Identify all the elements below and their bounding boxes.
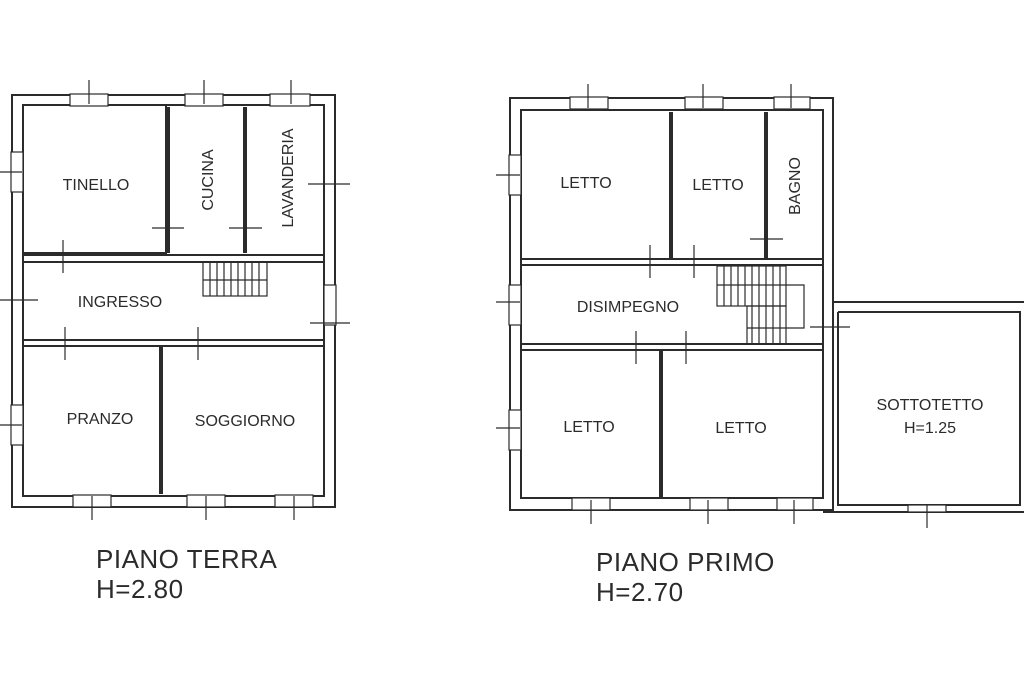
room-lavanderia: LAVANDERIA xyxy=(280,128,297,227)
room-cucina: CUCINA xyxy=(200,149,217,211)
room-sottotetto-height: H=1.25 xyxy=(904,420,956,437)
room-letto-3: LETTO xyxy=(563,419,614,436)
room-disimpegno: DISIMPEGNO xyxy=(577,299,679,316)
ground-stairs xyxy=(202,261,268,297)
first-floor-title: PIANO PRIMO H=2.70 xyxy=(596,547,775,607)
ground-floor-height: H=2.80 xyxy=(96,574,184,604)
room-pranzo: PRANZO xyxy=(67,411,134,428)
room-letto-2: LETTO xyxy=(692,177,743,194)
room-letto-1: LETTO xyxy=(560,175,611,192)
ground-floor-name: PIANO TERRA xyxy=(96,544,278,574)
ground-floor-title: PIANO TERRA H=2.80 xyxy=(96,544,277,604)
room-tinello: TINELLO xyxy=(63,177,130,194)
first-floor-plan: LETTO LETTO BAGNO DISIMPEGNO LETTO LETTO… xyxy=(496,84,1024,528)
room-soggiorno: SOGGIORNO xyxy=(195,413,295,430)
room-ingresso: INGRESSO xyxy=(78,294,162,311)
first-stairs xyxy=(716,265,805,345)
ground-floor-plan: TINELLO CUCINA LAVANDERIA INGRESSO PRANZ… xyxy=(0,80,350,520)
first-floor-name: PIANO PRIMO xyxy=(596,547,775,577)
ground-inner-wall xyxy=(22,104,325,497)
first-floor-height: H=2.70 xyxy=(596,577,684,607)
room-sottotetto: SOTTOTETTO xyxy=(877,397,984,414)
room-bagno: BAGNO xyxy=(787,157,804,215)
room-letto-4: LETTO xyxy=(715,420,766,437)
